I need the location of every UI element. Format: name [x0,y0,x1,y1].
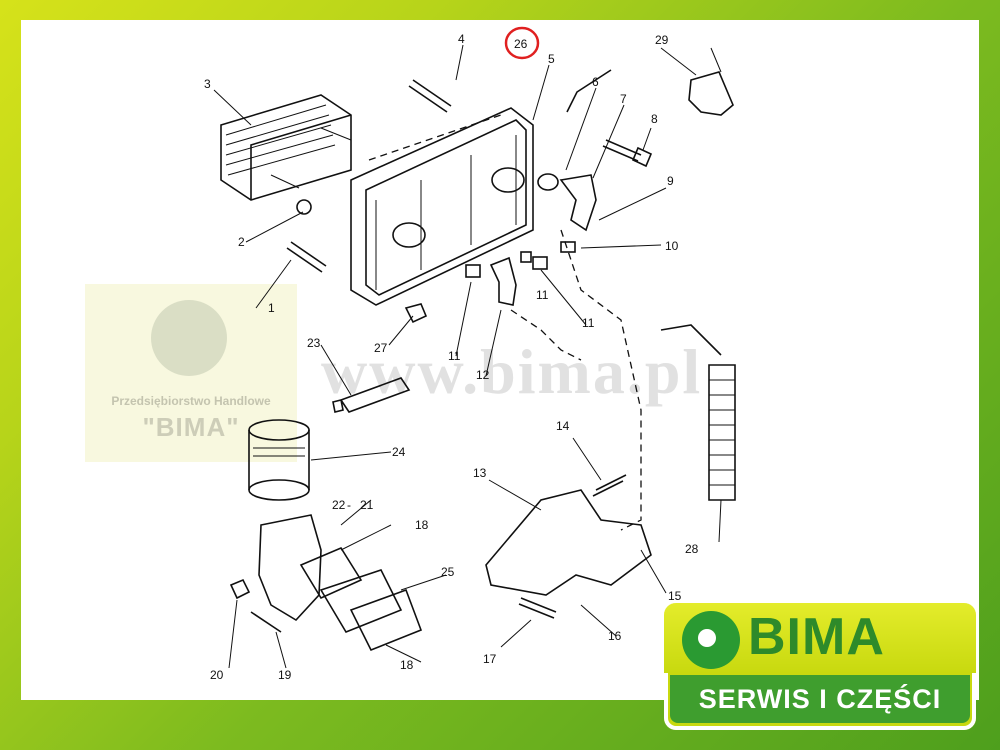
watermark-logo-icon [151,300,227,376]
arrow-to-spring [660,324,722,356]
callout-23: 23 [307,336,321,350]
elbow-fitting-part-12 [489,256,517,306]
callout-28: 28 [685,542,699,556]
seal-ring-part-6 [537,173,559,191]
callout-21: 21 [360,498,374,512]
callout-12: 12 [476,368,490,382]
callout-26-highlight [504,26,540,60]
callout-14: 14 [556,419,570,433]
callout-6: 6 [592,75,599,89]
oil-pump-body-part-13 [485,489,652,596]
callout-22: 22 [332,498,346,512]
arrow-to-cover [566,69,612,113]
stud-part-4 [408,79,452,113]
elbow-fitting-part-7 [559,174,597,232]
assembly-line-pump [510,309,582,361]
parts-exploded-diagram: 1 2 3 4 5 6 7 8 9 10 11 11 11 12 13 14 1… [204,26,736,682]
bolt-part-19 [250,611,282,633]
callout-10: 10 [665,239,679,253]
callout-1: 1 [268,301,275,315]
filter-head-part [258,514,322,622]
parts-bag-part-29 [688,71,734,116]
nut-part-20 [229,578,251,600]
callout-18a: 18 [415,518,429,532]
bolt-part-17 [518,597,557,619]
gasket-part-25 [319,569,403,633]
callout-19: 19 [278,668,292,682]
callout-20: 20 [210,668,224,682]
watermark-company-name: "BIMA" [142,412,240,442]
brand-tagline-band: SERWIS I CZĘŚCI [670,675,970,723]
callout-17: 17 [483,652,497,666]
callout-separator: - [347,498,351,512]
nut-part-10 [560,241,576,253]
bolt-part-14 [592,474,627,497]
callout-29: 29 [655,33,669,47]
callout-15: 15 [668,589,682,603]
spring-part-28 [708,364,736,501]
nut-part-11c [532,256,548,270]
gasket-part-18a [299,546,363,600]
watermark-company-line: Przedsiębiorstwo Handlowe [111,394,271,408]
callout-25: 25 [441,565,455,579]
gasket-part-18b [349,588,423,652]
callout-26: 26 [514,37,528,51]
brand-name: BIMA [748,608,885,666]
callout-4: 4 [458,32,465,46]
callout-11b: 11 [536,288,549,302]
callout-11a: 11 [448,349,461,363]
oil-filter-part [248,419,310,501]
diagram-canvas: Przedsiębiorstwo Handlowe "BIMA" www.bim… [21,20,979,700]
watermark-url: www.bima.pl [321,336,703,407]
brand-ball-highlight-icon [698,629,716,647]
stud-part-1 [286,241,327,273]
callout-27: 27 [374,341,388,355]
callout-24: 24 [392,445,406,459]
callout-13: 13 [473,466,487,480]
callout-11c: 11 [582,316,595,330]
oil-cooler-part [220,94,352,215]
nut-part-11a [465,264,481,278]
callout-9: 9 [667,174,674,188]
cover-plate-part [350,107,534,306]
bima-brand-logo: BIMA SERWIS I CZĘŚCI [664,603,976,730]
assembly-line-pipe [560,229,642,531]
callout-8: 8 [651,112,658,126]
callout-7: 7 [620,92,627,106]
bolt-part-8 [602,139,653,168]
callout-18b: 18 [400,658,414,672]
brand-tagline: SERWIS I CZĘŚCI [698,684,942,714]
callout-2: 2 [238,235,245,249]
callout-3: 3 [204,77,211,91]
callout-16: 16 [608,629,622,643]
watermark-company-box: Przedsiębiorstwo Handlowe "BIMA" [85,284,297,462]
callout-5: 5 [548,52,555,66]
nut-part-27 [404,303,428,324]
nut-part-11b [520,251,532,263]
sealant-tube-part-23 [332,377,411,413]
